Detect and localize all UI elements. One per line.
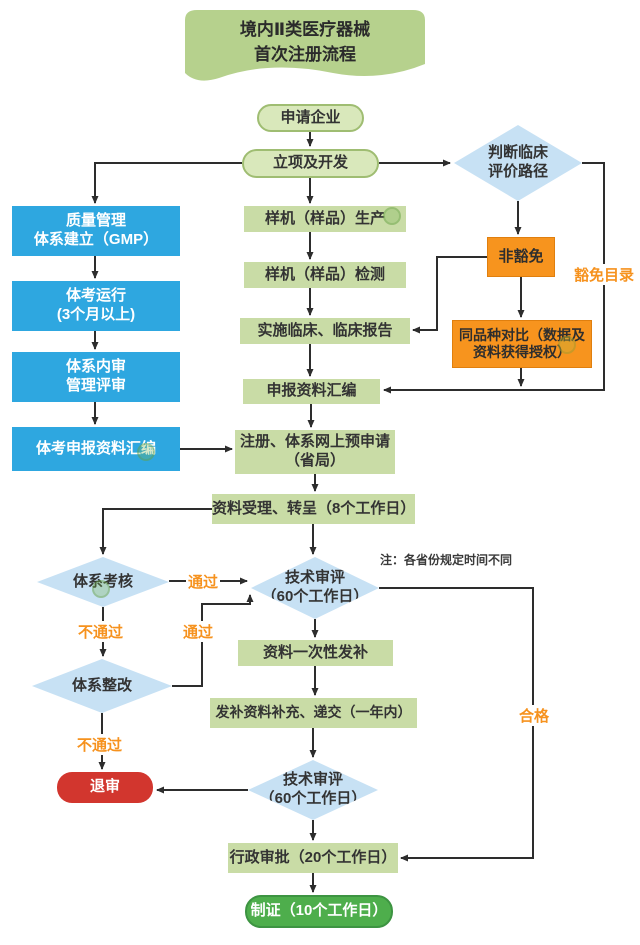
label-fail-2: 不通过 bbox=[75, 734, 125, 755]
label-pass-2: 通过 bbox=[181, 621, 216, 642]
decision-clinical-evaluation-path: 判断临床 评价路径 bbox=[454, 125, 582, 201]
title-banner: 境内Ⅱ类医疗器械 首次注册流程 bbox=[185, 8, 425, 88]
decision-technical-review-1: 技术审评 （60个工作日） bbox=[251, 557, 379, 619]
node-prototype-production: 样机（样品）生产 bbox=[244, 206, 406, 232]
node-qms-establishment: 质量管理 体系建立（GMP） bbox=[12, 206, 180, 256]
title-banner-shape bbox=[185, 10, 425, 81]
seal-icon bbox=[383, 207, 401, 225]
node-online-pre-application: 注册、体系网上预申请 （省局） bbox=[235, 430, 395, 474]
label-qualified: 合格 bbox=[517, 705, 552, 726]
node-applicant-enterprise: 申请企业 bbox=[257, 104, 364, 132]
node-project-initiation: 立项及开发 bbox=[242, 149, 379, 178]
seal-icon bbox=[137, 443, 155, 461]
node-certificate-issuance: 制证（10个工作日） bbox=[245, 895, 393, 928]
node-internal-audit: 体系内审 管理评审 bbox=[12, 352, 180, 402]
node-application-dossier: 申报资料汇编 bbox=[243, 379, 380, 404]
node-acceptance-forwarding: 资料受理、转呈（8个工作日） bbox=[212, 494, 415, 524]
node-supplement-resubmission: 发补资料补充、递交（一年内） bbox=[210, 698, 417, 728]
note-provincial-time: 注：各省份规定时间不同 bbox=[380, 551, 513, 568]
node-non-exempt: 非豁免 bbox=[487, 237, 555, 277]
decision-system-rectification: 体系整改 bbox=[32, 659, 172, 713]
label-pass-1: 通过 bbox=[186, 571, 221, 592]
node-clinical-implementation: 实施临床、临床报告 bbox=[240, 318, 410, 344]
seal-icon bbox=[92, 580, 110, 598]
label-fail-1: 不通过 bbox=[76, 621, 126, 642]
decision-technical-review-2: 技术审评 （60个工作日） bbox=[248, 760, 378, 820]
seal-icon bbox=[558, 336, 576, 354]
label-exemption-catalog: 豁免目录 bbox=[572, 264, 637, 285]
page-title: 境内Ⅱ类医疗器械 首次注册流程 bbox=[239, 20, 371, 64]
node-administrative-approval: 行政审批（20个工作日） bbox=[228, 843, 398, 873]
node-same-variety-comparison: 同品种对比（数据及 资料获得授权） bbox=[452, 320, 592, 368]
node-one-time-supplement: 资料一次性发补 bbox=[238, 640, 393, 666]
node-prototype-testing: 样机（样品）检测 bbox=[244, 262, 406, 288]
node-review-rejection: 退审 bbox=[57, 772, 153, 803]
node-system-exam-dossier: 体考申报资料汇编 bbox=[12, 427, 180, 471]
node-system-trial-run: 体考运行 (3个月以上) bbox=[12, 281, 180, 331]
